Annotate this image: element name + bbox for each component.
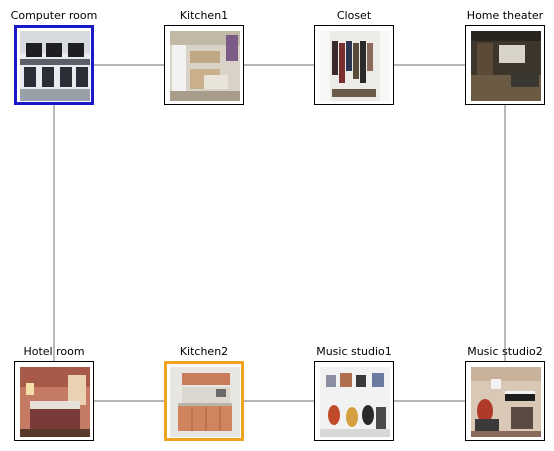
room-photo-music-studio2 bbox=[471, 367, 541, 437]
node-closet[interactable] bbox=[314, 25, 394, 105]
room-photo-closet bbox=[320, 31, 390, 101]
node-music-studio1[interactable] bbox=[314, 361, 394, 441]
room-photo-computer-room bbox=[20, 31, 90, 101]
node-computer-room[interactable] bbox=[14, 25, 94, 105]
node-home-theater[interactable] bbox=[465, 25, 545, 105]
node-label-computer-room: Computer room bbox=[10, 9, 98, 22]
node-kitchen2[interactable] bbox=[164, 361, 244, 441]
node-music-studio2[interactable] bbox=[465, 361, 545, 441]
room-photo-music-studio1 bbox=[320, 367, 390, 437]
node-kitchen1[interactable] bbox=[164, 25, 244, 105]
room-photo-kitchen1 bbox=[170, 31, 240, 101]
node-label-music-studio1: Music studio1 bbox=[316, 345, 392, 358]
room-photo-kitchen2 bbox=[170, 367, 240, 437]
node-label-hotel-room: Hotel room bbox=[23, 345, 85, 358]
node-hotel-room[interactable] bbox=[14, 361, 94, 441]
node-label-home-theater: Home theater bbox=[466, 9, 544, 22]
node-label-kitchen2: Kitchen2 bbox=[179, 345, 229, 358]
node-label-music-studio2: Music studio2 bbox=[467, 345, 543, 358]
room-photo-home-theater bbox=[471, 31, 541, 101]
node-label-kitchen1: Kitchen1 bbox=[179, 9, 229, 22]
room-photo-hotel-room bbox=[20, 367, 90, 437]
node-label-closet: Closet bbox=[336, 9, 372, 22]
